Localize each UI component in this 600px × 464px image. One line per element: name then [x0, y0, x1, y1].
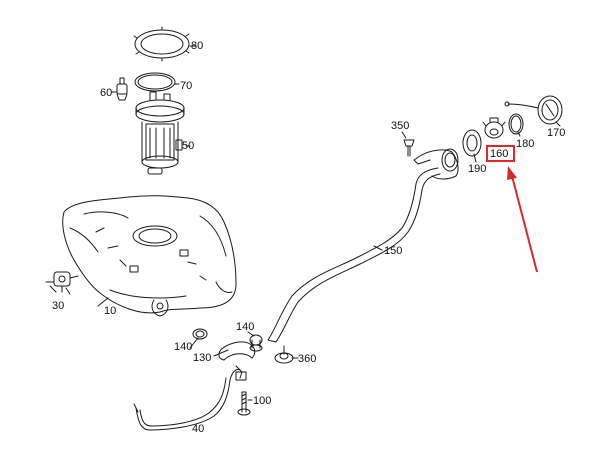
label-150: 150	[384, 245, 402, 257]
label-180: 180	[516, 138, 534, 150]
part-160-retainer	[482, 117, 506, 139]
part-60-connector	[116, 77, 128, 101]
part-40-strap	[133, 365, 247, 431]
label-50: 50	[182, 140, 194, 152]
red-arrow	[507, 166, 538, 273]
label-80: 80	[191, 40, 203, 52]
part-70-seal	[134, 72, 176, 92]
label-70: 70	[180, 80, 192, 92]
part-labels: 10 30 40 50 60 70 80 100 130 140 140 150…	[52, 40, 565, 435]
label-350: 350	[391, 120, 409, 132]
label-140-left: 140	[174, 341, 192, 353]
label-10: 10	[104, 305, 116, 317]
part-130-hose	[218, 341, 256, 361]
label-170: 170	[547, 127, 565, 139]
highlight-box-160	[486, 145, 515, 162]
part-10-fuel-tank	[62, 195, 237, 317]
leader-lines	[65, 45, 561, 401]
part-170-fuel-cap	[504, 95, 563, 125]
label-30: 30	[52, 300, 64, 312]
label-130: 130	[193, 352, 211, 364]
part-150-filler-pipe	[267, 167, 441, 343]
filler-neck	[413, 148, 459, 180]
label-60: 60	[100, 87, 112, 99]
part-50-pump-module	[135, 91, 185, 175]
label-360: 360	[298, 353, 316, 365]
part-190-gasket	[462, 129, 482, 157]
label-160: 160	[490, 148, 508, 160]
label-40: 40	[192, 423, 204, 435]
part-100-bolt	[237, 391, 251, 416]
part-140-clamp-right	[249, 334, 263, 352]
part-140-clamp-left	[192, 328, 208, 340]
part-350-screw	[403, 139, 415, 157]
label-100: 100	[253, 395, 271, 407]
part-360-grommet	[274, 345, 294, 364]
label-140-right: 140	[236, 321, 254, 333]
part-80-lock-ring	[133, 26, 190, 62]
label-190: 190	[468, 163, 486, 175]
part-180-ring	[508, 113, 524, 135]
part-30-valve	[45, 271, 79, 293]
